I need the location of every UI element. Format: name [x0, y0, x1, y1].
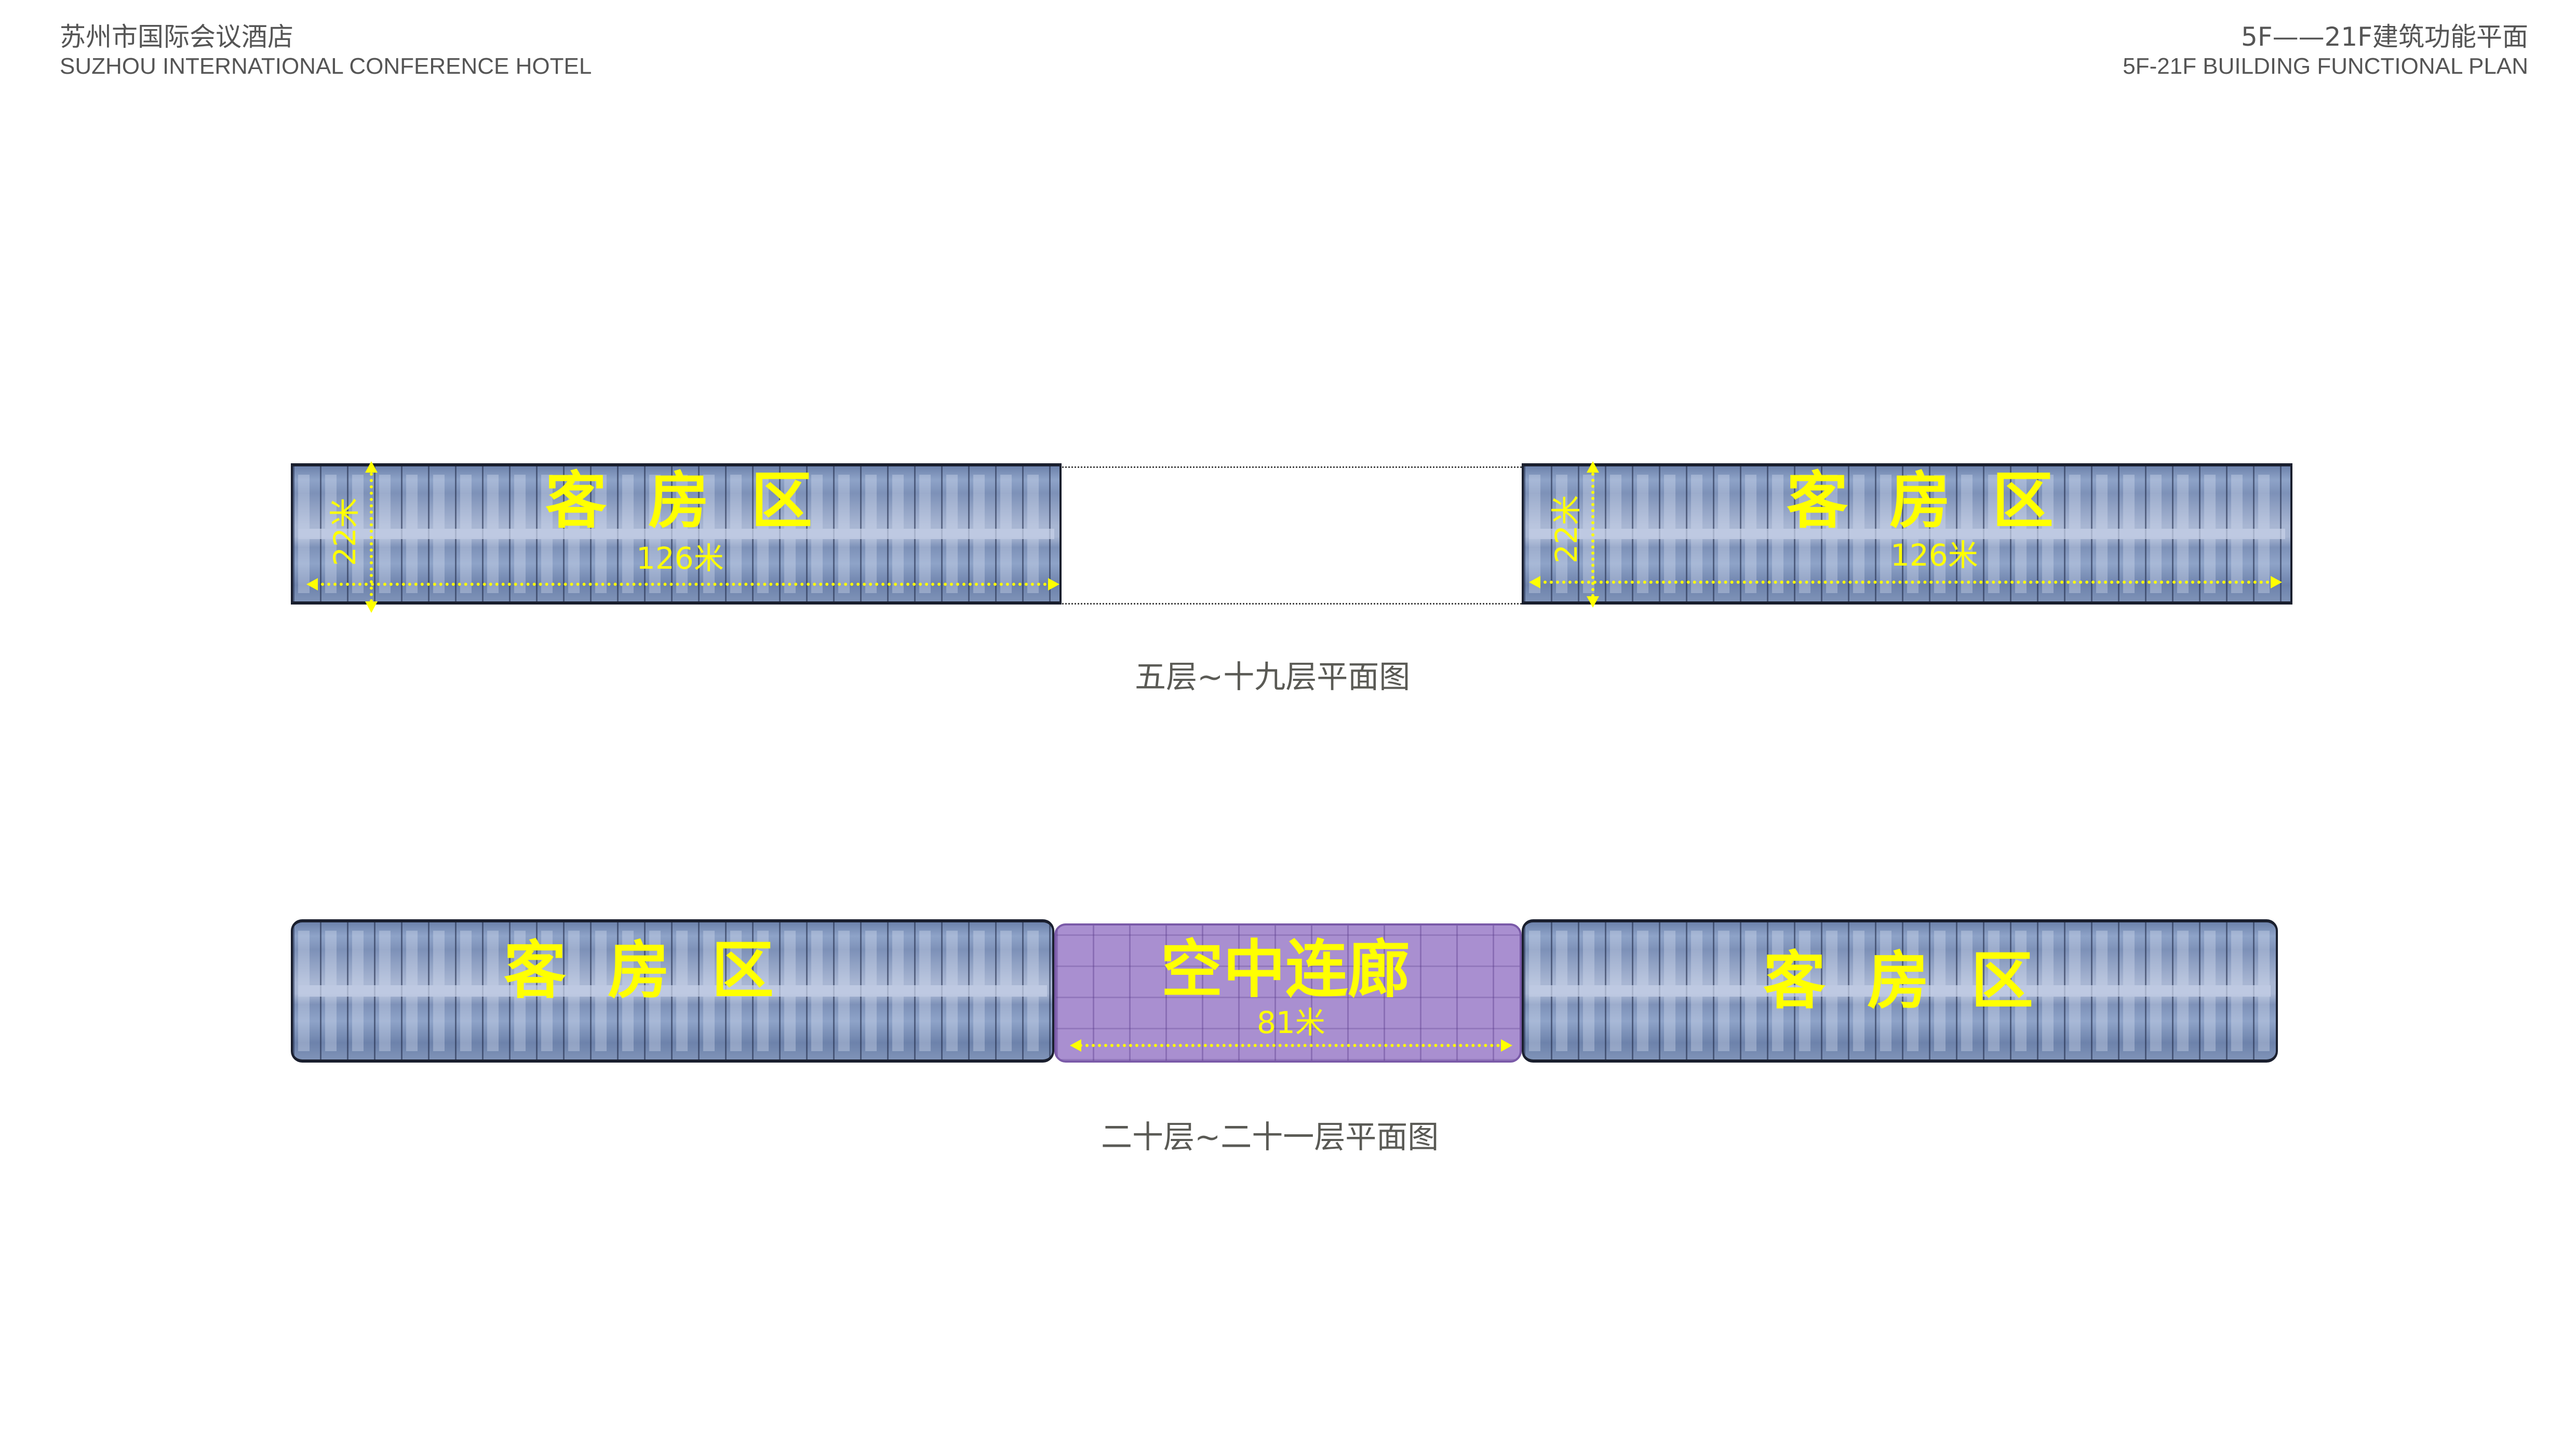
hotel-name-en: SUZHOU INTERNATIONAL CONFERENCE HOTEL	[60, 53, 592, 79]
plan-title-cn: 5F——21F建筑功能平面	[2241, 22, 2528, 52]
arrow-right-icon	[1048, 578, 1059, 591]
arrow-left-icon	[1529, 576, 1540, 588]
floor-plan-caption: 五层~十九层平面图	[1135, 659, 1411, 695]
arrow-up-icon	[365, 461, 378, 473]
zone-label-guest-rooms: 客房区	[504, 935, 815, 1007]
width-label: 22米	[327, 498, 363, 566]
guest-room-block-left	[291, 919, 1054, 1063]
floor-plan-caption: 二十层~二十一层平面图	[1101, 1119, 1439, 1156]
plan-title-en: 5F-21F BUILDING FUNCTIONAL PLAN	[2123, 53, 2528, 79]
connection-line-top	[1059, 466, 1522, 468]
length-label: 81米	[1257, 1005, 1325, 1040]
guest-room-block-right	[1522, 463, 2292, 605]
zone-label-sky-corridor: 空中连廊	[1161, 934, 1410, 1006]
length-dimension-line	[1079, 1044, 1500, 1047]
guest-room-block-right	[1522, 919, 2278, 1063]
length-dimension-line	[1537, 581, 2270, 584]
arrow-left-icon	[306, 578, 318, 591]
sky-corridor-block	[1054, 923, 1522, 1063]
zone-label-guest-rooms: 客房区	[1763, 945, 2075, 1017]
length-label: 126米	[1890, 538, 1978, 573]
width-dimension-line	[370, 473, 373, 602]
width-dimension-line	[1591, 473, 1594, 597]
arrow-left-icon	[1070, 1039, 1081, 1052]
zone-label-guest-rooms: 客房区	[545, 465, 854, 536]
arrow-right-icon	[1501, 1039, 1512, 1052]
length-label: 126米	[636, 541, 724, 576]
arrow-up-icon	[1587, 461, 1599, 473]
arrow-right-icon	[2271, 576, 2282, 588]
hotel-name-cn: 苏州市国际会议酒店	[60, 22, 293, 52]
connection-line-bottom	[1059, 603, 1522, 605]
width-label: 22米	[1548, 495, 1584, 564]
zone-label-guest-rooms: 客房区	[1787, 465, 2096, 536]
length-dimension-line	[315, 583, 1047, 586]
arrow-down-icon	[1587, 596, 1599, 608]
arrow-down-icon	[365, 601, 378, 613]
